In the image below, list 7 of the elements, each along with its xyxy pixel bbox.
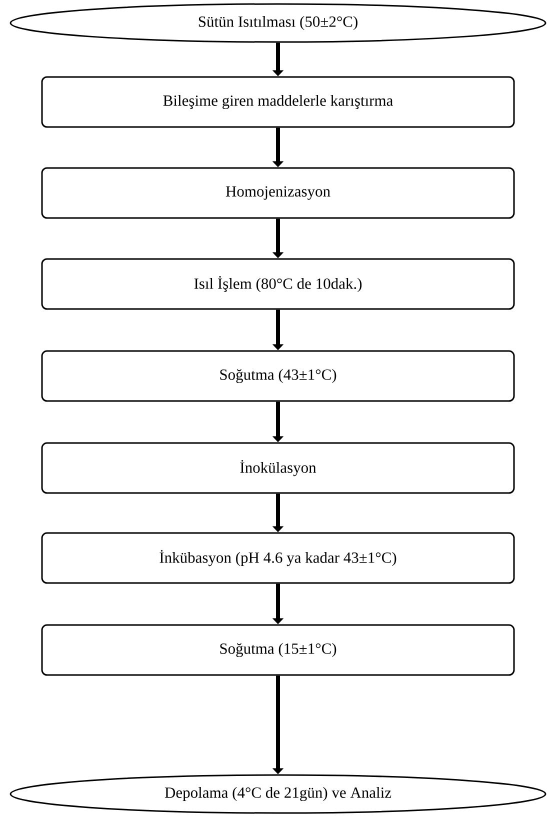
process-box: Bileşime giren maddelerle karıştırma — [41, 76, 515, 128]
process-box: İnkübasyon (pH 4.6 ya kadar 43±1°C) — [41, 532, 515, 584]
process-box: Soğutma (15±1°C) — [41, 624, 515, 676]
process-box: Soğutma (43±1°C) — [41, 350, 515, 402]
process-box: Isıl İşlem (80°C de 10dak.) — [41, 258, 515, 310]
process-box: Homojenizasyon — [41, 167, 515, 219]
process-box: İnokülasyon — [41, 442, 515, 494]
